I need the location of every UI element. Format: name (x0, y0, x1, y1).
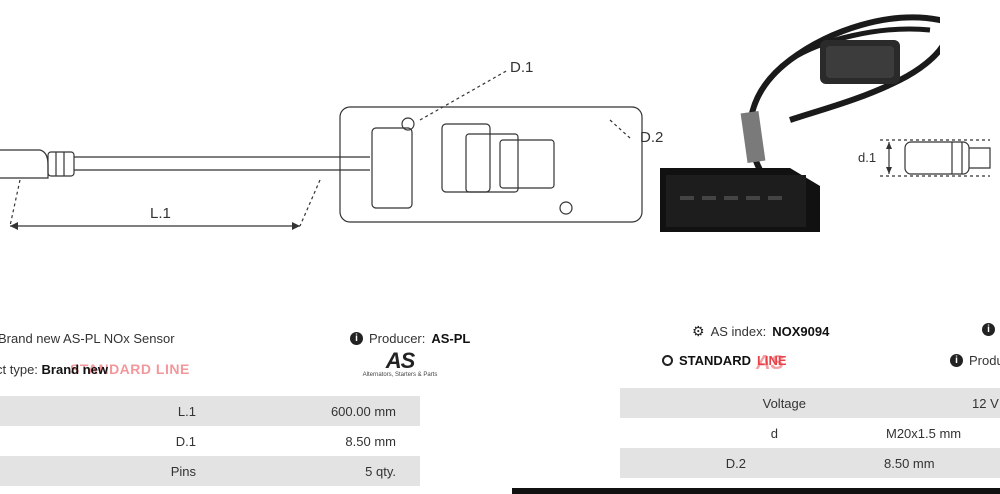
sleeve-left (47, 151, 75, 177)
d1-right-label: d.1 (858, 150, 876, 165)
info-icon: i (982, 323, 995, 336)
d2-side-label: D.2 (640, 129, 663, 146)
standard-line-row: STANDARD LINE (662, 353, 787, 368)
as-index-value: NOX9094 (772, 324, 830, 339)
product-type-value: Brand new (41, 362, 109, 377)
as-index-row: ⚙ AS index: NOX9094 (692, 323, 829, 340)
spec-key: L.1 (177, 403, 196, 419)
table-row: Voltage 12 V (620, 388, 1000, 418)
producer-row: i Producer: AS-PL (350, 331, 470, 346)
spec-value: 5 qty. (365, 463, 396, 479)
producer-value: AS-PL (431, 331, 471, 346)
cable-end-left (0, 149, 49, 179)
standard-line-overlay: STANDARD LINE (70, 361, 190, 377)
standard-label: STANDARD (679, 353, 751, 368)
table-row: D.1 8.50 mm (0, 426, 420, 456)
as-pl-logo: AS Alternators, Starters & Parts (355, 350, 445, 386)
right-spec-table: Voltage 12 V d M20x1.5 mm D.2 8.50 mm (620, 388, 1000, 478)
as-logo-right: AS (756, 352, 784, 374)
spec-key: D.1 (175, 433, 196, 449)
spec-value: 12 V (972, 395, 999, 411)
spec-value: 8.50 mm (345, 433, 396, 449)
spec-value: 600.00 mm (330, 403, 396, 419)
spec-key: Pins (170, 463, 196, 479)
sensor-connector-body (660, 168, 820, 232)
technical-drawing: D.1 D.2 L.1 d.1 (0, 59, 991, 230)
table-row: D.2 8.50 mm (620, 448, 1000, 478)
info-icon: i (350, 332, 363, 345)
check-circle-icon (662, 355, 673, 366)
mount-hole-top (401, 117, 415, 131)
producer-row-right: i (982, 323, 995, 336)
info-icon: i (950, 354, 963, 367)
spec-key: D.2 (725, 455, 746, 471)
connector-plug (820, 40, 900, 84)
spec-value: 8.50 mm (884, 455, 935, 471)
spec-value: M20x1.5 mm (886, 425, 962, 441)
product-title: Brand new AS-PL NOx Sensor (0, 331, 175, 346)
bottom-bar (512, 488, 1000, 494)
table-row: d M20x1.5 mm (620, 418, 1000, 448)
standard-line-label: LINE (756, 353, 787, 368)
probe-body (904, 141, 970, 175)
as-index-label: AS index: (710, 324, 767, 339)
producer-label-right: Produ (969, 353, 1000, 368)
d1-top-label: D.1 (510, 59, 533, 76)
cable-coil (747, 14, 940, 172)
gear-icon: ⚙ (692, 323, 705, 339)
as-pl-logo-tagline: Alternators, Starters & Parts (362, 372, 438, 378)
producer-label: Producer: (369, 331, 426, 346)
l1-center-label: L.1 (150, 205, 171, 222)
spec-key: Voltage (762, 395, 806, 411)
sensor-module-body (339, 106, 643, 223)
product-type-row: ct type: Brand new (0, 362, 108, 377)
as-pl-logo-mark: AS (385, 348, 416, 373)
product-type-label: ct type: (0, 362, 38, 377)
mount-hole-bottom (559, 201, 573, 215)
producer-row-right-2: i Produ (950, 353, 1000, 368)
product-photo (660, 14, 940, 232)
table-row: Pins 5 qty. (0, 456, 420, 486)
left-spec-table: L.1 600.00 mm D.1 8.50 mm Pins 5 qty. (0, 396, 420, 486)
spec-key: d (770, 425, 778, 441)
table-row: L.1 600.00 mm (0, 396, 420, 426)
